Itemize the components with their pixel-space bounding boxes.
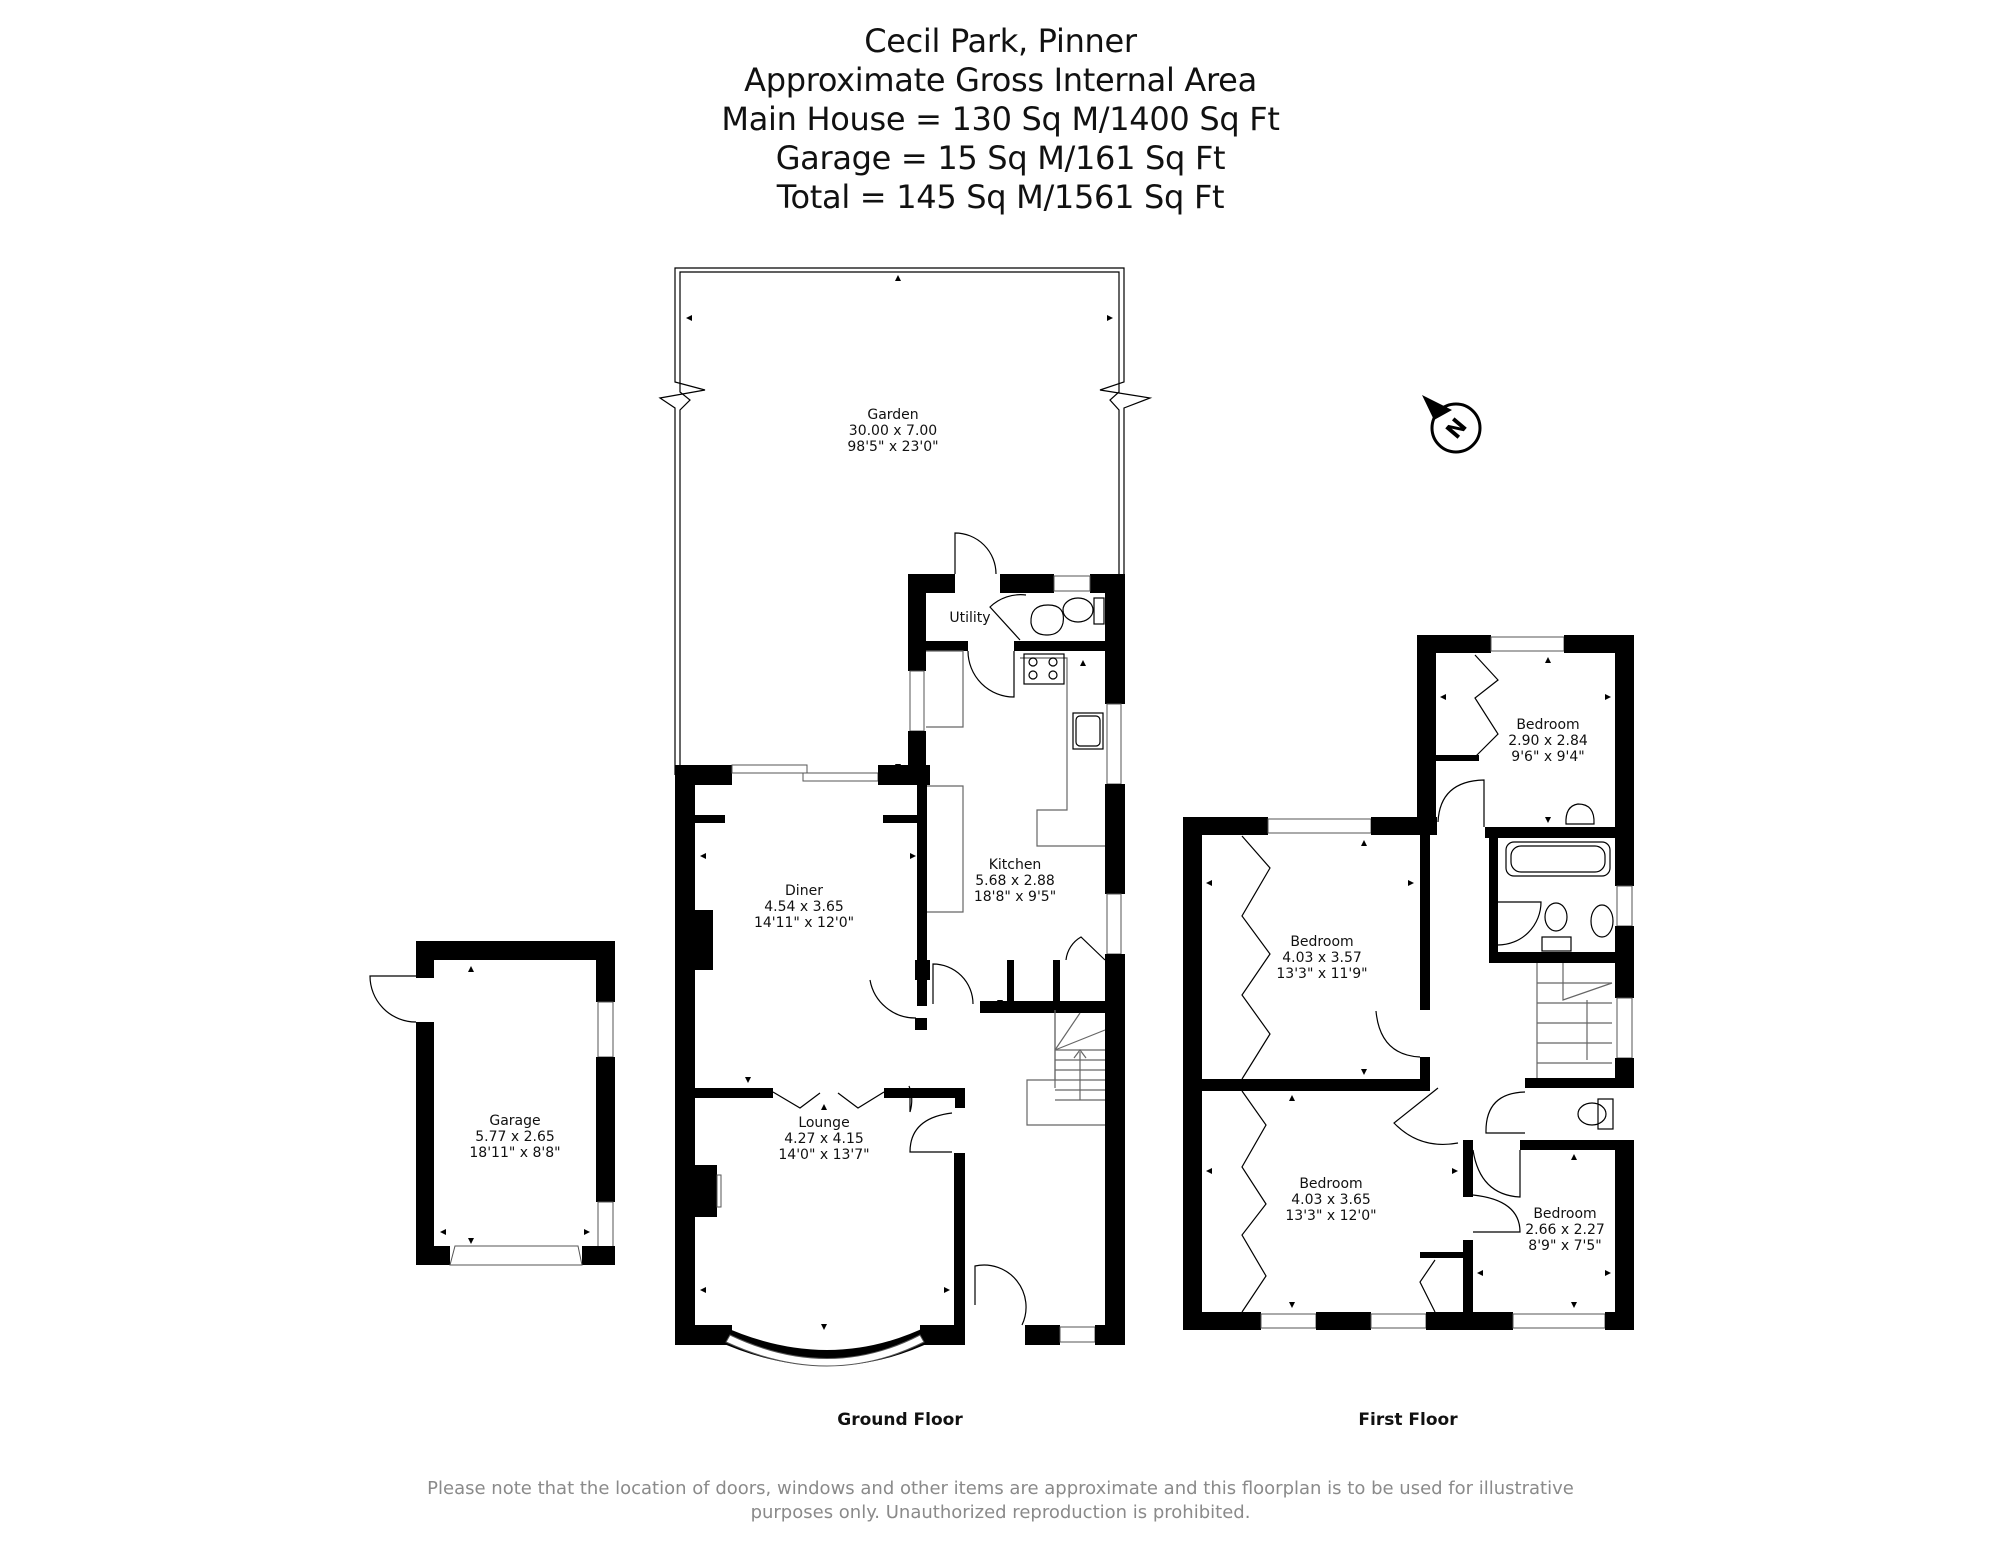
room-dimensions-imperial: 98'5" x 23'0" [847,439,939,455]
room-label-utility: Utility [949,610,990,626]
room-label-garage: Garage 5.77 x 2.65 18'11" x 8'8" [469,1113,560,1161]
garden-outline [658,267,1153,775]
first-floor-walls [1183,635,1634,1330]
svg-text:N: N [1442,414,1473,444]
room-label-kitchen: Kitchen 5.68 x 2.88 18'8" x 9'5" [974,857,1056,905]
room-label-bedroom-4: Bedroom 2.66 x 2.27 8'9" x 7'5" [1525,1206,1605,1254]
property-title: Cecil Park, Pinner [864,22,1137,60]
hall-stairs [974,1010,1125,1345]
room-name: Diner [785,883,823,899]
room-name: Kitchen [988,857,1042,873]
room-dimensions-metric: 2.66 x 2.27 [1525,1222,1605,1238]
disclaimer-line-1: Please note that the location of doors, … [427,1478,1574,1499]
north-arrow-icon: N [1422,395,1482,454]
room-label-bedroom-3: Bedroom 4.03 x 3.65 13'3" x 12'0" [1285,1176,1376,1224]
area-total: Total = 145 Sq M/1561 Sq Ft [776,178,1225,216]
room-dimensions-imperial: 13'3" x 12'0" [1285,1208,1377,1224]
room-dimensions-imperial: 8'9" x 7'5" [1528,1238,1602,1254]
room-dimensions-metric: 4.54 x 3.65 [764,899,844,915]
room-dimensions-metric: 4.27 x 4.15 [784,1131,864,1147]
room-name: Utility [949,610,991,626]
room-dimensions-imperial: 18'11" x 8'8" [469,1145,561,1161]
room-dimensions-metric: 5.68 x 2.88 [975,873,1055,889]
area-subtitle: Approximate Gross Internal Area [744,61,1257,99]
room-dimensions-imperial: 14'0" x 13'7" [778,1147,870,1163]
disclaimer-line-2: purposes only. Unauthorized reproduction… [750,1502,1251,1523]
room-name: Garage [489,1113,541,1129]
room-dimensions-imperial: 9'6" x 9'4" [1511,749,1585,765]
room-dimensions-metric: 30.00 x 7.00 [848,423,938,439]
room-name: Garden [867,407,919,423]
first-floor-label: First Floor [1358,1410,1458,1430]
room-dimensions-imperial: 13'3" x 11'9" [1276,966,1368,982]
room-dimensions-metric: 2.90 x 2.84 [1508,733,1588,749]
room-name: Bedroom [1299,1176,1363,1192]
room-label-diner: Diner 4.54 x 3.65 14'11" x 12'0" [754,883,854,931]
dimension-markers [440,275,1611,1330]
room-dimensions-imperial: 14'11" x 12'0" [753,915,855,931]
room-dimensions-metric: 4.03 x 3.57 [1282,950,1362,966]
room-label-garden: Garden 30.00 x 7.00 98'5" x 23'0" [847,407,938,455]
room-name: Bedroom [1516,717,1580,733]
diner-walls [675,764,965,1345]
header: Cecil Park, Pinner Approximate Gross Int… [0,22,2001,217]
room-label-bedroom-2: Bedroom 2.90 x 2.84 9'6" x 9'4" [1508,717,1588,765]
room-dimensions-imperial: 18'8" x 9'5" [973,889,1057,905]
room-dimensions-metric: 5.77 x 2.65 [475,1129,555,1145]
disclaimer: Please note that the location of doors, … [0,1477,2001,1525]
room-label-bedroom-1: Bedroom 4.03 x 3.57 13'3" x 11'9" [1276,934,1367,982]
lounge-walls [675,1085,965,1367]
room-name: Lounge [798,1115,850,1131]
room-name: Bedroom [1290,934,1354,950]
kitchen-utility-walls [908,532,1125,1024]
area-garage: Garage = 15 Sq M/161 Sq Ft [775,139,1226,177]
garage-walls [369,941,615,1266]
room-dimensions-metric: 4.03 x 3.65 [1291,1192,1371,1208]
room-name: Bedroom [1533,1206,1597,1222]
area-main-house: Main House = 130 Sq M/1400 Sq Ft [721,100,1280,138]
ground-floor-label: Ground Floor [837,1410,963,1430]
room-label-lounge: Lounge 4.27 x 4.15 14'0" x 13'7" [778,1115,869,1163]
